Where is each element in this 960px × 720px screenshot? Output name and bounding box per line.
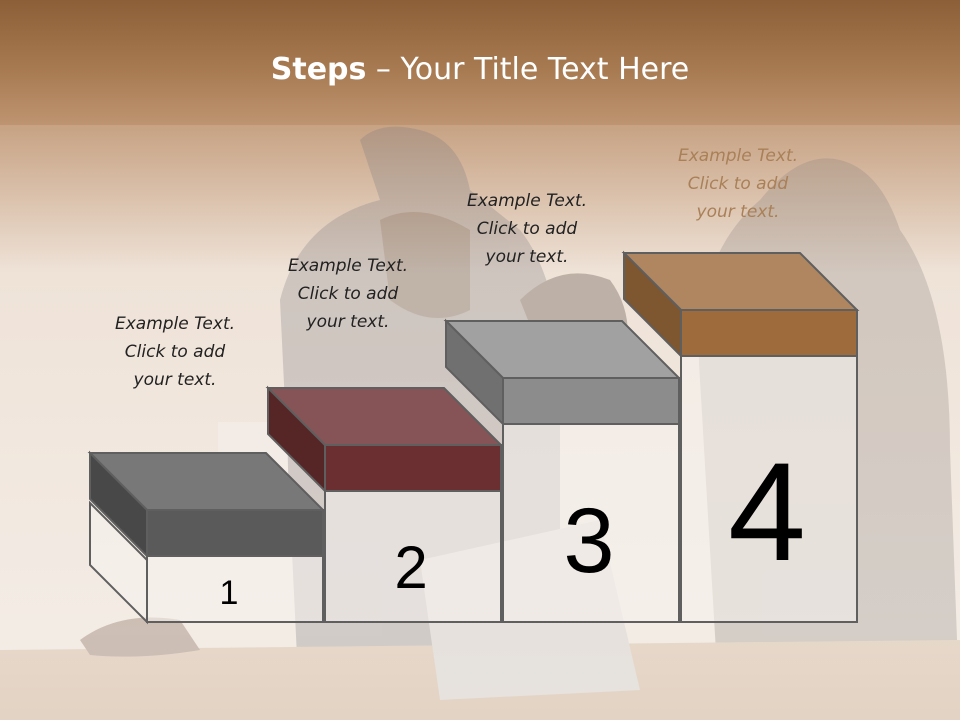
title-bold: Steps [270, 52, 367, 87]
caption-line: your text. [485, 247, 569, 267]
title-rest: – Your Title Text Here [366, 52, 690, 87]
step-1-column [146, 555, 324, 623]
step-1-caption[interactable]: Example Text. Click to add your text. [75, 310, 275, 394]
step-3-number: 3 [563, 490, 614, 592]
step-4-caption[interactable]: Example Text. Click to add your text. [638, 142, 838, 226]
step-4-column [680, 355, 858, 623]
caption-line: Example Text. [466, 191, 588, 211]
step-2-caption[interactable]: Example Text. Click to add your text. [248, 252, 448, 336]
caption-line: Click to add [687, 174, 789, 194]
caption-line: Example Text. [114, 314, 236, 334]
step-2-column [324, 490, 502, 623]
step-3-caption[interactable]: Example Text. Click to add your text. [427, 187, 627, 271]
step-3-column [502, 423, 680, 623]
caption-line: Example Text. [677, 146, 799, 166]
slide-title[interactable]: Steps – Your Title Text Here [0, 52, 960, 87]
caption-line: Click to add [476, 219, 578, 239]
step-1-number: 1 [220, 574, 239, 612]
step-4-number: 4 [728, 433, 806, 590]
caption-line: Click to add [124, 342, 226, 362]
step-3-lid-front [502, 377, 680, 425]
caption-line: your text. [133, 370, 217, 390]
caption-line: your text. [696, 202, 780, 222]
step-4-lid-front [680, 309, 858, 357]
step-1-lid-front [146, 509, 324, 557]
step-2-lid-front [324, 444, 502, 492]
caption-line: Example Text. [287, 256, 409, 276]
caption-line: Click to add [297, 284, 399, 304]
step-2-number: 2 [394, 534, 427, 601]
caption-line: your text. [306, 312, 390, 332]
